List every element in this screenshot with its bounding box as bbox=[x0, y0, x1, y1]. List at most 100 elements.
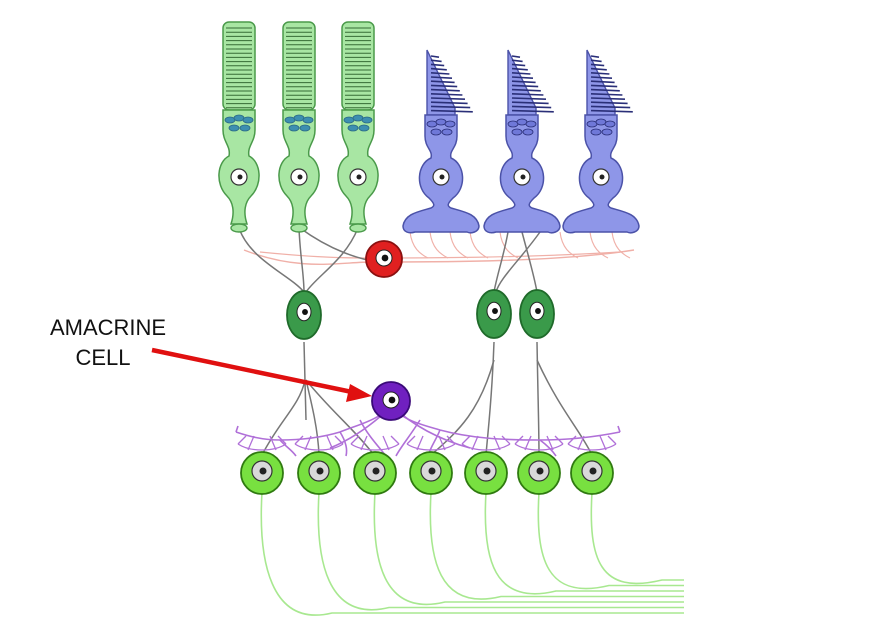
rod-nucleolus bbox=[237, 174, 243, 180]
rod-body bbox=[337, 109, 379, 225]
bipolar-cell bbox=[519, 289, 555, 339]
cone-disc bbox=[511, 67, 528, 71]
cone-nucleolus bbox=[599, 174, 605, 180]
cone-disc bbox=[430, 105, 471, 109]
cone-disc bbox=[511, 72, 531, 75]
ganglion-cell-nucleolus bbox=[428, 467, 436, 475]
cone-disc bbox=[590, 63, 605, 67]
horizontal-dendrite bbox=[409, 231, 429, 259]
cone-disc bbox=[511, 97, 547, 100]
cone-mitochondrion bbox=[441, 128, 453, 136]
rod-cell bbox=[278, 21, 320, 233]
ganglion-dendrite bbox=[524, 435, 532, 451]
bipolar-cell-nucleolus bbox=[535, 308, 541, 314]
ganglion-dendrite bbox=[577, 435, 585, 451]
ganglion-dendrite bbox=[326, 435, 334, 451]
rod-terminal bbox=[290, 223, 308, 233]
rod-mitochondrion bbox=[361, 116, 373, 124]
ganglion-dendrite bbox=[350, 443, 400, 451]
cone-disc bbox=[590, 59, 602, 63]
cone-disc bbox=[511, 105, 552, 109]
horizontal-dendrite bbox=[499, 231, 519, 259]
ganglion-dendrite bbox=[493, 435, 501, 451]
ganglion-cell-nucleolus bbox=[589, 467, 597, 475]
rod-mitochondrion bbox=[224, 116, 236, 124]
cone-disc bbox=[590, 72, 610, 75]
rod-mitochondrion bbox=[347, 124, 359, 132]
arrow-shaft bbox=[151, 347, 353, 395]
rod-terminal bbox=[349, 223, 367, 233]
ganglion-cell bbox=[297, 451, 341, 495]
cone-mitochondrion bbox=[590, 128, 602, 136]
ganglion-dendrite bbox=[382, 435, 390, 451]
cone-disc bbox=[590, 84, 618, 88]
synapse-connector bbox=[430, 359, 495, 456]
ganglion-dendrite bbox=[546, 435, 554, 451]
cone-disc bbox=[511, 76, 534, 79]
amacrine-dendrite bbox=[279, 439, 297, 457]
cone-disc bbox=[590, 105, 631, 109]
cone-cell bbox=[562, 49, 640, 234]
ganglion-dendrite bbox=[416, 435, 424, 451]
cells-layer bbox=[240, 240, 614, 495]
cone-disc bbox=[430, 88, 460, 92]
bipolar-cell-nucleolus bbox=[302, 309, 308, 315]
cone-disc bbox=[430, 67, 447, 71]
cone-disc bbox=[590, 80, 615, 84]
ganglion-dendrite bbox=[269, 435, 277, 451]
cone-disc bbox=[430, 63, 445, 67]
bipolar-cell bbox=[286, 290, 322, 340]
cone-disc bbox=[590, 97, 626, 100]
cone-disc bbox=[511, 63, 526, 67]
rod-cell bbox=[337, 21, 379, 233]
synapse-connector bbox=[485, 341, 495, 456]
cone-disc bbox=[430, 97, 466, 100]
horizontal-dendrite bbox=[469, 231, 489, 259]
cone-cell bbox=[483, 49, 561, 234]
cone-disc bbox=[590, 55, 600, 58]
amacrine-dendrite bbox=[339, 431, 348, 457]
cone-disc bbox=[430, 93, 463, 96]
ganglion-axon bbox=[373, 491, 684, 605]
ganglion-dendrite bbox=[554, 435, 564, 445]
ganglion-axon bbox=[484, 491, 684, 595]
amacrine-label: AMACRINE CELL bbox=[50, 315, 166, 370]
ganglion-cell bbox=[517, 451, 561, 495]
cone-disc bbox=[590, 67, 607, 71]
rod-terminal bbox=[230, 223, 248, 233]
bipolar-cell-nucleolus bbox=[492, 308, 498, 314]
amacrine-dendrites-layer bbox=[235, 403, 621, 457]
cone-mitochondrion bbox=[507, 120, 519, 128]
rod-mitochondrion bbox=[358, 124, 370, 132]
amacrine-dendrite bbox=[391, 403, 621, 441]
bipolar-cell bbox=[476, 289, 512, 339]
horizontal-dendrite bbox=[559, 231, 579, 259]
cone-disc bbox=[430, 72, 450, 75]
synapse-connector bbox=[493, 231, 509, 293]
cone-disc bbox=[430, 80, 455, 84]
synapse-connector bbox=[298, 227, 305, 293]
amacrine-arrow bbox=[151, 347, 372, 402]
cone-mitochondrion bbox=[522, 128, 534, 136]
cone-disc bbox=[511, 55, 521, 58]
synapse-connector bbox=[536, 359, 593, 456]
rod-mitochondrion bbox=[293, 114, 305, 122]
ganglion-dendrite bbox=[277, 435, 287, 445]
ganglion-cell bbox=[409, 451, 453, 495]
rod-mitochondrion bbox=[288, 124, 300, 132]
amacrine-dendrite bbox=[235, 425, 239, 433]
rod-mitochondrion bbox=[233, 114, 245, 122]
rod-mitochondrion bbox=[284, 116, 296, 124]
rod-mitochondrion bbox=[343, 116, 355, 124]
ganglion-dendrite bbox=[406, 443, 456, 451]
horizontal-axon-layer bbox=[243, 231, 635, 265]
cone-mitochondrion bbox=[444, 120, 456, 128]
ganglion-dendrite bbox=[514, 435, 524, 445]
ganglion-dendrite bbox=[334, 435, 344, 445]
ganglion-dendrite bbox=[237, 443, 287, 451]
cone-disc bbox=[590, 101, 628, 105]
ganglion-cell-nucleolus bbox=[536, 467, 544, 475]
rod-mitochondrion bbox=[228, 124, 240, 132]
cone-disc bbox=[590, 93, 623, 96]
